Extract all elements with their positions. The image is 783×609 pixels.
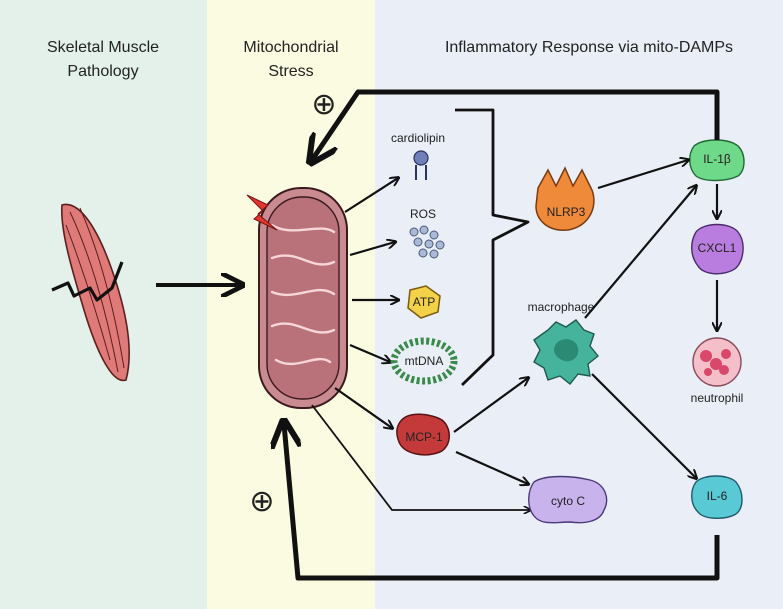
- cytoc-icon: [528, 475, 608, 524]
- mtdna-icon: [390, 337, 458, 385]
- arrow-macrophage-il6: [591, 373, 696, 478]
- cxcl1-label: CXCL1: [698, 241, 737, 255]
- middle-panel-title-line1: Mitochondrial: [243, 39, 338, 56]
- nlrp3-icon: [535, 166, 595, 231]
- arrow-mito-ros: [349, 242, 395, 257]
- cardiolipin-label: cardiolipin: [391, 131, 445, 145]
- bracket-damps-to-nlrp3: [455, 108, 530, 387]
- macrophage-nucleus-icon: [554, 339, 579, 362]
- cytoc-label: cyto C: [551, 494, 585, 508]
- nlrp3-label: NLRP3: [547, 205, 586, 219]
- lightning-icon: [246, 194, 278, 231]
- middle-panel-title-line2: Stress: [268, 63, 313, 80]
- macrophage-label: macrophage: [528, 300, 595, 314]
- arrow-mito-mtdna: [349, 343, 390, 362]
- atp-label: ATP: [413, 295, 435, 309]
- arrow-macrophage-il1b: [584, 186, 696, 319]
- cxcl1-icon: [691, 223, 744, 275]
- il1b-label: IL-1β: [703, 152, 731, 166]
- arrow-mcp1-macrophage: [453, 378, 528, 433]
- feedback-arrow-bottom: [284, 424, 720, 581]
- neutrophil-label: neutrophil: [691, 391, 744, 405]
- mcp1-icon: [396, 413, 450, 456]
- left-panel-title-line1: Skeletal Muscle: [47, 39, 159, 56]
- arrow-mito-mcp1: [334, 387, 392, 428]
- atp-icon: [407, 285, 441, 319]
- ros-icon: [409, 225, 445, 259]
- mcp1-label: MCP-1: [405, 430, 443, 444]
- muscle-icon: [51, 203, 130, 382]
- il6-icon: [691, 475, 743, 519]
- mtdna-label: mtDNA: [405, 354, 444, 368]
- plus-circle-top-icon: ⊕: [311, 88, 336, 121]
- left-panel-title-line2: Pathology: [67, 63, 138, 80]
- mitochondrion-icon: [258, 187, 348, 409]
- il1b-icon: [689, 139, 745, 182]
- il6-label: IL-6: [707, 489, 728, 503]
- arrow-mito-cardiolipin: [344, 178, 398, 213]
- ros-label: ROS: [410, 207, 436, 221]
- plus-circle-bottom-icon: ⊕: [249, 485, 274, 518]
- arrow-mito-cytoc: [311, 404, 530, 510]
- right-panel-title: Inflammatory Response via mito-DAMPs: [445, 39, 733, 56]
- neutrophil-icon: [692, 337, 742, 387]
- arrow-mcp1-cytoc: [455, 450, 528, 484]
- cardiolipin-icon: [413, 150, 429, 180]
- arrow-nlrp3-il1b: [597, 160, 688, 190]
- feedback-arrow-top: [312, 89, 720, 160]
